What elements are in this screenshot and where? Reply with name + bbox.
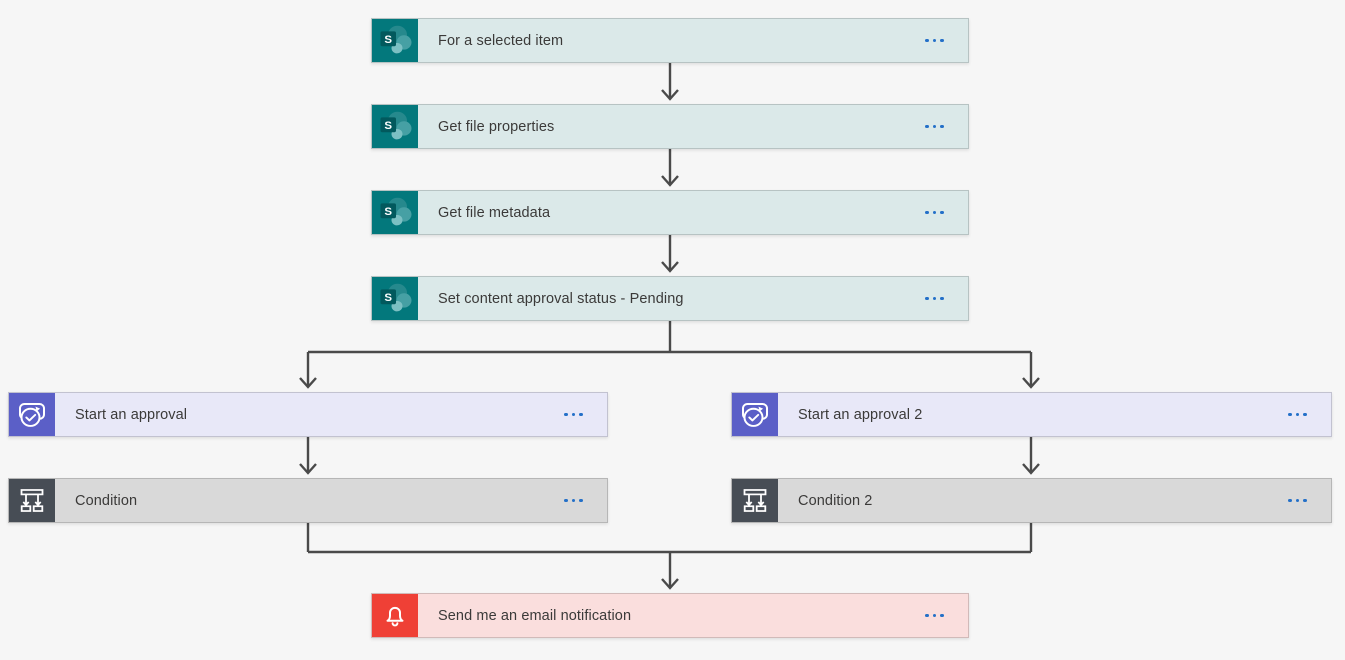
flow-step-for-a-selected-item[interactable]: S For a selected item <box>371 18 969 63</box>
more-options-button[interactable] <box>923 291 946 307</box>
svg-text:S: S <box>384 292 392 304</box>
flow-step-title: Condition <box>75 492 138 509</box>
more-options-button[interactable] <box>1286 493 1309 509</box>
bell-icon <box>372 594 418 637</box>
approvals-icon <box>9 393 55 436</box>
more-options-button[interactable] <box>923 119 946 135</box>
sharepoint-icon: S <box>372 19 418 62</box>
more-options-button[interactable] <box>923 608 946 624</box>
flow-step-condition[interactable]: Condition <box>8 478 608 523</box>
flow-step-title: Get file properties <box>438 118 555 135</box>
svg-text:S: S <box>384 206 392 218</box>
sharepoint-icon: S <box>372 191 418 234</box>
approvals-icon <box>732 393 778 436</box>
flow-step-send-email-notification[interactable]: Send me an email notification <box>371 593 969 638</box>
more-options-button[interactable] <box>923 33 946 49</box>
sharepoint-icon: S <box>372 277 418 320</box>
more-options-button[interactable] <box>562 493 585 509</box>
flow-step-get-file-properties[interactable]: S Get file properties <box>371 104 969 149</box>
flow-step-title: Condition 2 <box>798 492 873 509</box>
flow-step-title: Start an approval <box>75 406 188 423</box>
flow-step-title: Send me an email notification <box>438 607 632 624</box>
flow-step-start-an-approval-2[interactable]: Start an approval 2 <box>731 392 1332 437</box>
flow-step-get-file-metadata[interactable]: S Get file metadata <box>371 190 969 235</box>
flow-step-title: Start an approval 2 <box>798 406 923 423</box>
svg-text:S: S <box>384 34 392 46</box>
flow-step-title: Get file metadata <box>438 204 551 221</box>
flow-step-start-an-approval[interactable]: Start an approval <box>8 392 608 437</box>
condition-icon <box>732 479 778 522</box>
flow-step-title: For a selected item <box>438 32 564 49</box>
sharepoint-icon: S <box>372 105 418 148</box>
more-options-button[interactable] <box>562 407 585 423</box>
more-options-button[interactable] <box>1286 407 1309 423</box>
flow-step-set-content-approval-status[interactable]: S Set content approval status - Pending <box>371 276 969 321</box>
svg-text:S: S <box>384 120 392 132</box>
condition-icon <box>9 479 55 522</box>
flow-step-condition-2[interactable]: Condition 2 <box>731 478 1332 523</box>
more-options-button[interactable] <box>923 205 946 221</box>
flow-step-title: Set content approval status - Pending <box>438 290 684 307</box>
